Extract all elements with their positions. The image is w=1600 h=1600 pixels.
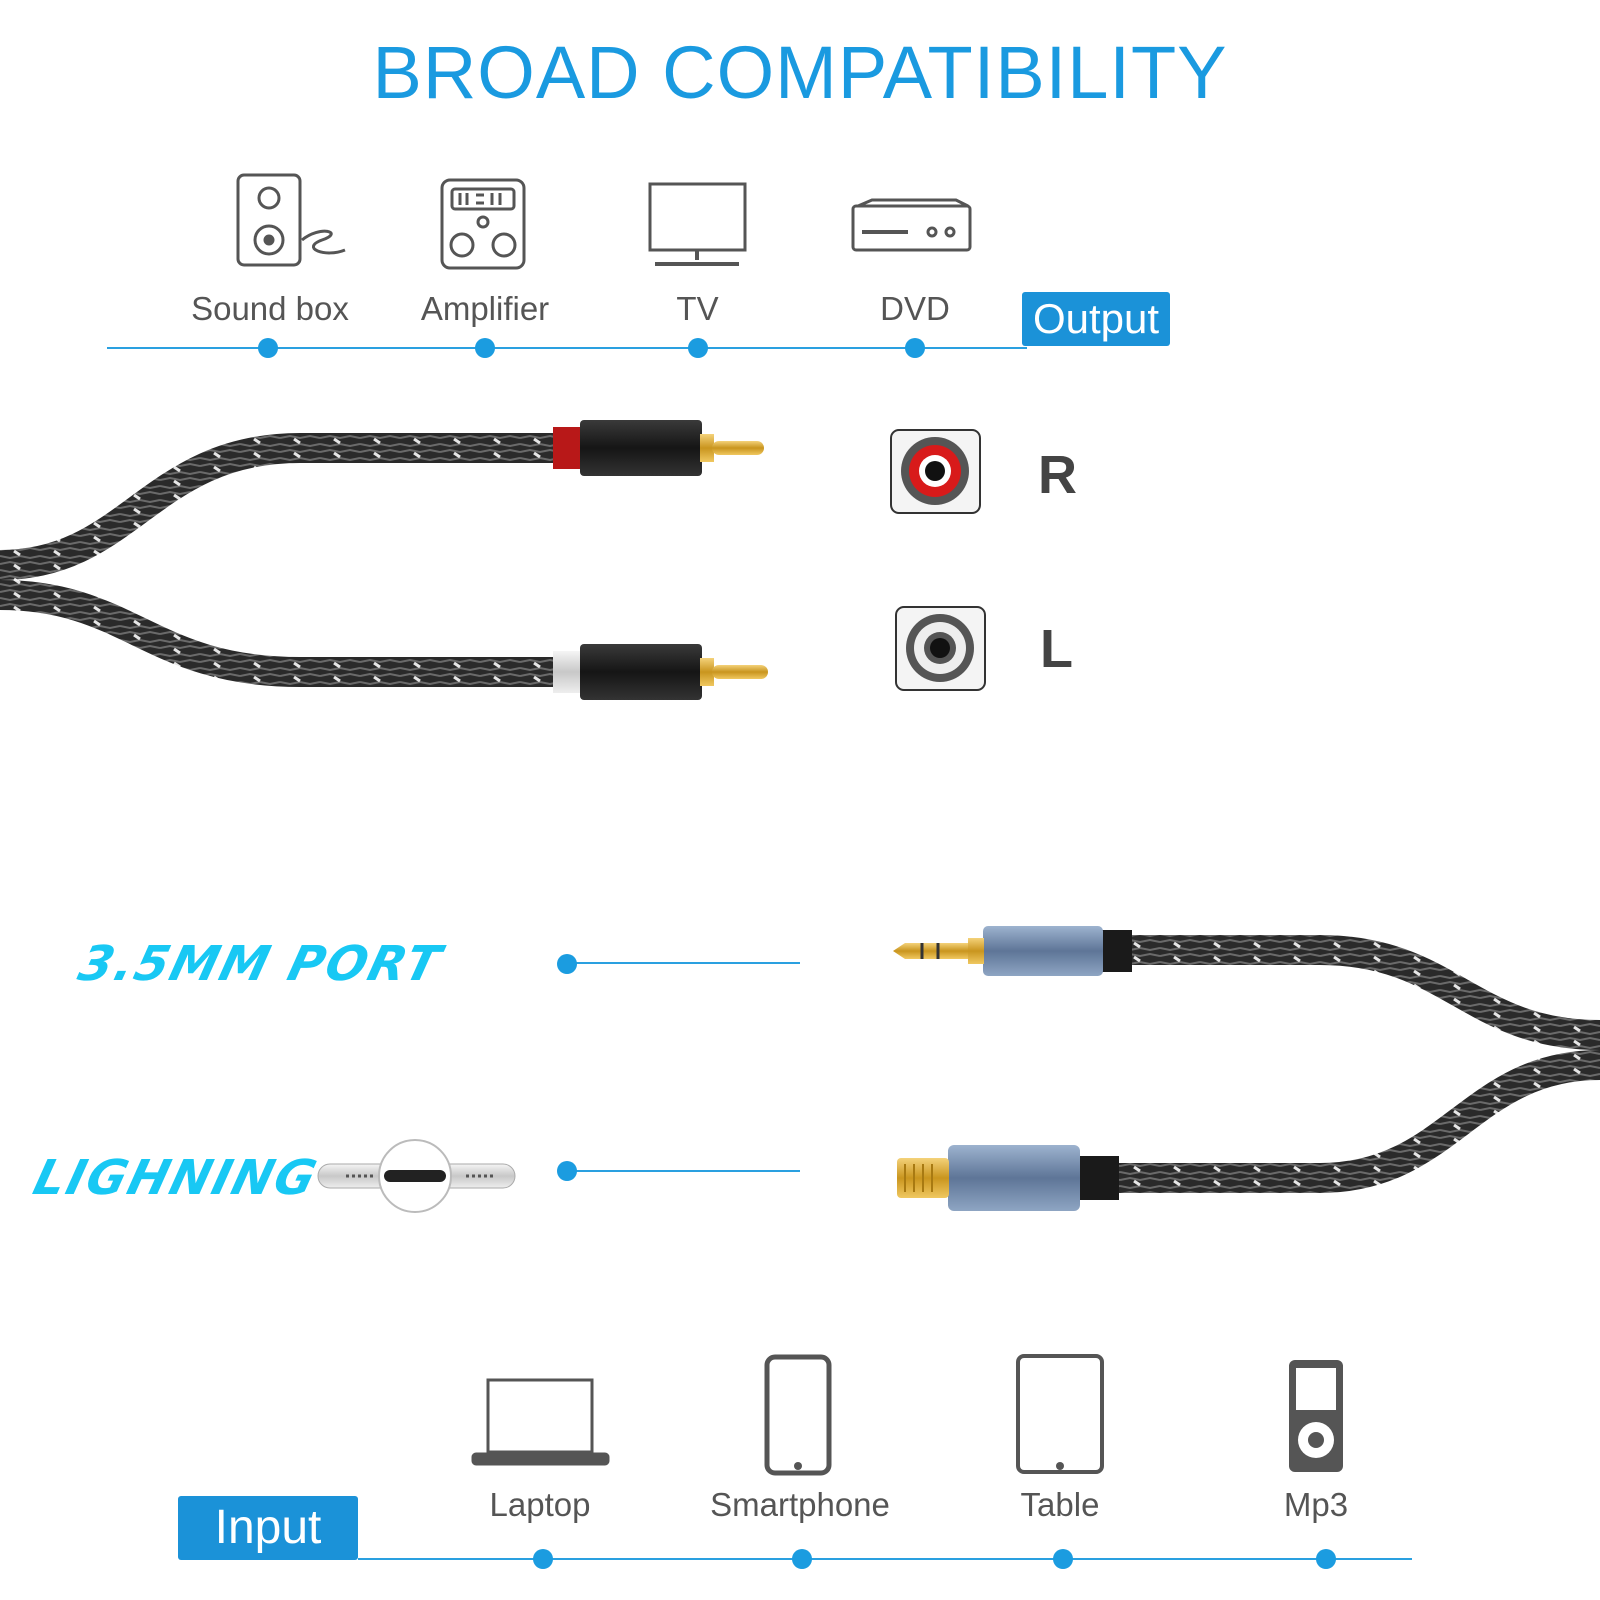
aux-plug-3-5mm [893,926,1132,976]
mp3-player-icon [1289,1360,1343,1472]
rca-socket-left-icon [895,606,986,691]
tv-icon [648,182,747,266]
output-dot-sound-box [258,338,278,358]
channel-label-right: R [1038,445,1077,505]
amplifier-icon [440,178,526,270]
input-dot-mp3 [1316,1549,1336,1569]
input-dot-laptop [533,1549,553,1569]
speaker-icon [236,173,346,267]
device-label-mp3: Mp3 [1283,1486,1349,1523]
smartphone-icon [764,1354,832,1476]
tablet-icon [1016,1354,1104,1474]
port-line-3-5mm [568,962,800,964]
rca-plug-right [553,420,764,476]
rca-plug-left [553,644,768,700]
input-cable [1115,935,1600,1193]
device-label-tv: TV [676,290,719,327]
input-tag: Input [178,1496,358,1560]
device-label-table: Table [1020,1486,1100,1523]
device-label-dvd: DVD [880,290,950,327]
input-dot-smartphone [792,1549,812,1569]
output-line [107,347,1027,349]
channel-label-left: L [1040,619,1073,679]
page-title: BROAD COMPATIBILITY [372,31,1228,114]
input-line [358,1558,1412,1560]
phone-bottom-port-icon [317,1139,516,1213]
port-label-3-5mm: 3.5MM PORT [73,936,448,992]
device-label-smartphone: Smartphone [710,1486,890,1523]
output-dot-dvd [905,338,925,358]
output-tag: Output [1022,292,1170,346]
port-dot-3-5mm [557,954,577,974]
device-label-amplifier: Amplifier [420,290,550,327]
device-label-laptop: Laptop [489,1486,591,1523]
port-dot-lightning [557,1161,577,1181]
output-dot-tv [688,338,708,358]
output-dot-amplifier [475,338,495,358]
device-label-sound-box: Sound box [191,290,349,327]
dvd-player-icon [851,198,972,252]
lightning-plug [897,1145,1119,1211]
rca-socket-right-icon [890,429,981,514]
port-line-lightning [568,1170,800,1172]
rca-cable [0,433,555,687]
input-dot-table [1053,1549,1073,1569]
port-label-lightning: LIGHNING [28,1150,324,1206]
laptop-icon [471,1378,610,1466]
